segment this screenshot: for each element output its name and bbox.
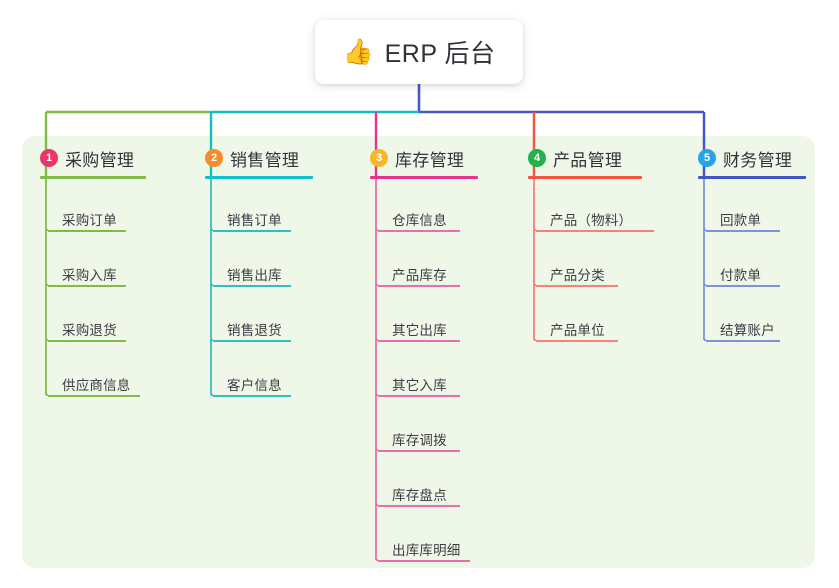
leaf-item-underline xyxy=(378,395,460,397)
leaf-item-label: 销售订单 xyxy=(227,213,282,228)
column-header-2[interactable]: 2 销售管理 xyxy=(205,146,299,170)
column-underline xyxy=(205,176,313,179)
leaf-item-underline xyxy=(213,230,291,232)
leaf-item-underline xyxy=(378,450,460,452)
column-2: 2 销售管理销售订单销售出库销售退货客户信息 xyxy=(205,146,313,397)
root-node-label: ERP 后台 xyxy=(384,40,496,68)
content-panel xyxy=(22,136,815,568)
leaf-item-label: 产品分类 xyxy=(550,268,605,283)
leaf-item-underline xyxy=(378,505,460,507)
column-underline xyxy=(370,176,478,179)
column-badge-2: 2 xyxy=(205,149,223,167)
column-title: 库存管理 xyxy=(395,150,465,170)
leaf-item-underline xyxy=(213,340,291,342)
leaf-item-label: 仓库信息 xyxy=(392,213,447,228)
thumbs-up-icon: 👍 xyxy=(342,37,374,66)
leaf-item-underline xyxy=(706,340,780,342)
leaf-item-underline xyxy=(378,560,470,562)
leaf-item-underline xyxy=(48,230,126,232)
leaf-item-underline xyxy=(378,230,460,232)
leaf-item-label: 库存盘点 xyxy=(392,488,447,503)
leaf-item-label: 其它入库 xyxy=(392,378,447,393)
leaf-item-underline xyxy=(536,340,618,342)
column-underline xyxy=(528,176,642,179)
column-title: 产品管理 xyxy=(553,150,623,170)
column-4: 4 产品管理产品（物料） 产品分类产品单位 xyxy=(528,146,654,342)
leaf-item-label: 采购订单 xyxy=(62,213,117,228)
leaf-item-label: 采购退货 xyxy=(62,323,117,338)
leaf-item-underline xyxy=(378,285,460,287)
column-5: 5 财务管理回款单付款单结算账户 xyxy=(698,146,806,342)
leaf-item-label: 结算账户 xyxy=(720,323,775,338)
leaf-item-label: 其它出库 xyxy=(392,323,447,338)
leaf-item-label: 出库库明细 xyxy=(392,543,461,558)
leaf-item-underline xyxy=(48,395,140,397)
column-header-4[interactable]: 4 产品管理 xyxy=(528,146,622,170)
column-underline xyxy=(698,176,806,179)
leaf-item-label: 回款单 xyxy=(720,213,762,228)
leaf-item-label: 采购入库 xyxy=(62,268,117,283)
column-header-1[interactable]: 1 采购管理 xyxy=(40,146,134,170)
column-title: 销售管理 xyxy=(230,150,300,170)
leaf-item-underline xyxy=(706,285,780,287)
leaf-item-underline xyxy=(48,340,126,342)
leaf-item-label: 产品（物料） xyxy=(550,213,633,228)
leaf-item-label: 产品单位 xyxy=(550,323,605,338)
leaf-item-label: 库存调拨 xyxy=(392,433,447,448)
leaf-item-label: 产品库存 xyxy=(392,268,447,283)
leaf-item-underline xyxy=(48,285,126,287)
leaf-item-label: 销售退货 xyxy=(227,323,282,338)
leaf-item-underline xyxy=(706,230,780,232)
leaf-item-underline xyxy=(213,285,291,287)
column-1: 1 采购管理采购订单采购入库采购退货供应商信息 xyxy=(40,146,146,397)
column-badge-5: 5 xyxy=(698,149,716,167)
column-badge-1: 1 xyxy=(40,149,58,167)
column-header-5[interactable]: 5 财务管理 xyxy=(698,146,792,170)
column-header-3[interactable]: 3 库存管理 xyxy=(370,146,464,170)
leaf-item-label: 客户信息 xyxy=(227,378,282,393)
root-node-content: 👍 ERP 后台 xyxy=(342,34,495,70)
leaf-item-underline xyxy=(536,230,654,232)
leaf-item-label: 付款单 xyxy=(720,268,762,283)
column-badge-3: 3 xyxy=(370,149,388,167)
column-3: 3 库存管理仓库信息产品库存其它出库其它入库库存调拨库存盘点出库库明细 xyxy=(370,146,478,562)
leaf-item-label: 销售出库 xyxy=(227,268,282,283)
column-title: 采购管理 xyxy=(65,150,135,170)
leaf-item-underline xyxy=(536,285,618,287)
leaf-item-underline xyxy=(378,340,460,342)
root-node[interactable]: 👍 ERP 后台 xyxy=(315,20,523,84)
column-title: 财务管理 xyxy=(723,150,793,170)
column-underline xyxy=(40,176,146,179)
column-badge-4: 4 xyxy=(528,149,546,167)
leaf-item-label: 供应商信息 xyxy=(62,378,131,393)
leaf-item-underline xyxy=(213,395,291,397)
